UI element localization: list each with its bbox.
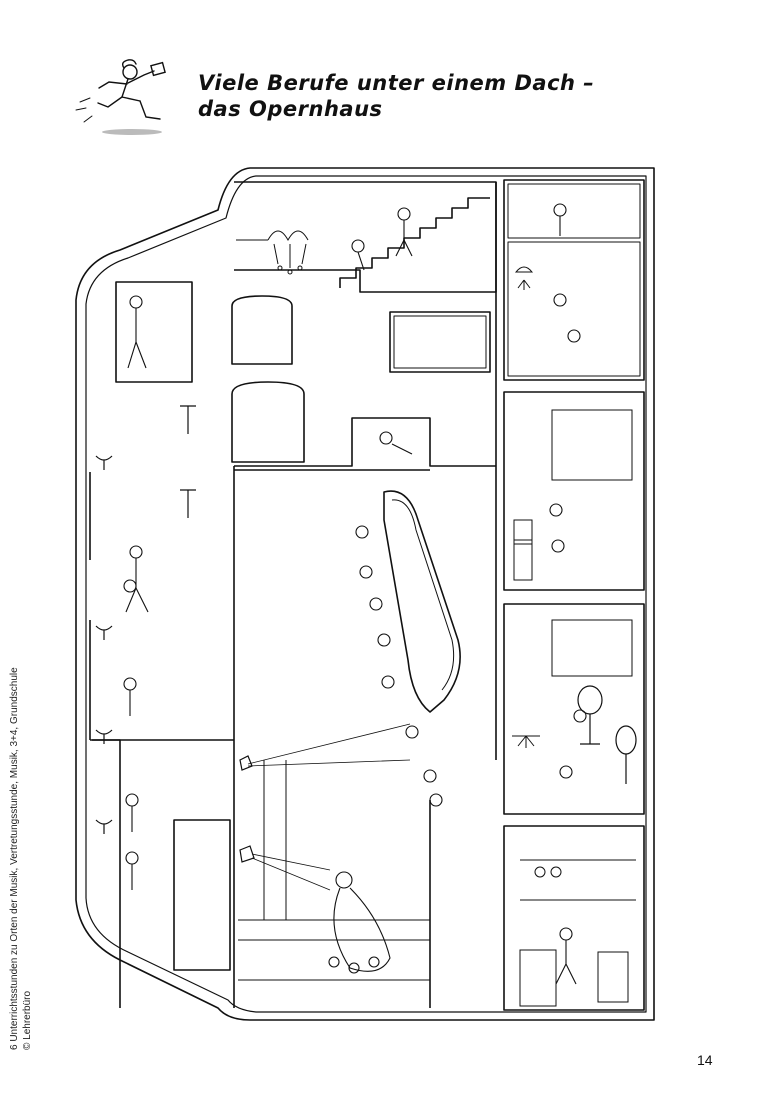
chandelier-icon [236, 230, 309, 275]
page-title: Viele Berufe unter einem Dach – das Oper… [198, 70, 718, 122]
source-note: 6 Unterrichtsstunden zu Orten der Musik,… [8, 667, 34, 1050]
room-workshop [503, 825, 645, 1011]
running-courier-icon [75, 59, 166, 135]
sewing-mannequin-icon [577, 685, 637, 784]
source-line-2: © Lehrerbüro [22, 990, 33, 1050]
title-line-1: Viele Berufe unter einem Dach – [198, 71, 595, 95]
building-outline [75, 167, 655, 1021]
title-line-2: das Opernhaus [198, 97, 383, 121]
stage-spotlight-icon [239, 723, 411, 891]
costume-rack-icon [512, 266, 633, 748]
room-dressing-top [503, 179, 645, 381]
page-number: 14 [697, 1052, 713, 1068]
source-line-1: 6 Unterrichtsstunden zu Orten der Musik,… [9, 667, 20, 1050]
room-tailoring [503, 603, 645, 815]
room-costume-shop [503, 391, 645, 591]
